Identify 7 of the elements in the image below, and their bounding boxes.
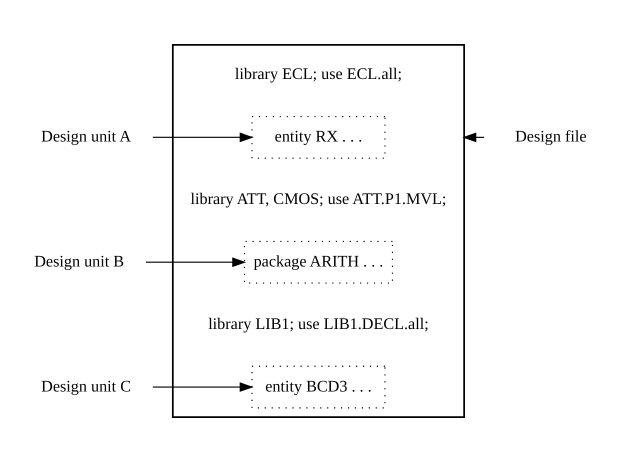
node-text: Design unit A xyxy=(41,128,132,146)
node-text: Design unit C xyxy=(41,378,132,395)
node-text: Design unit B xyxy=(34,252,124,270)
label: library ECL; use ECL.all; xyxy=(234,66,402,83)
label: library ATT, CMOS; use ATT.P1.MVL; xyxy=(190,190,446,208)
label: library LIB1; use LIB1.DECL.all; xyxy=(208,315,429,332)
node-text: Design file xyxy=(515,128,587,146)
